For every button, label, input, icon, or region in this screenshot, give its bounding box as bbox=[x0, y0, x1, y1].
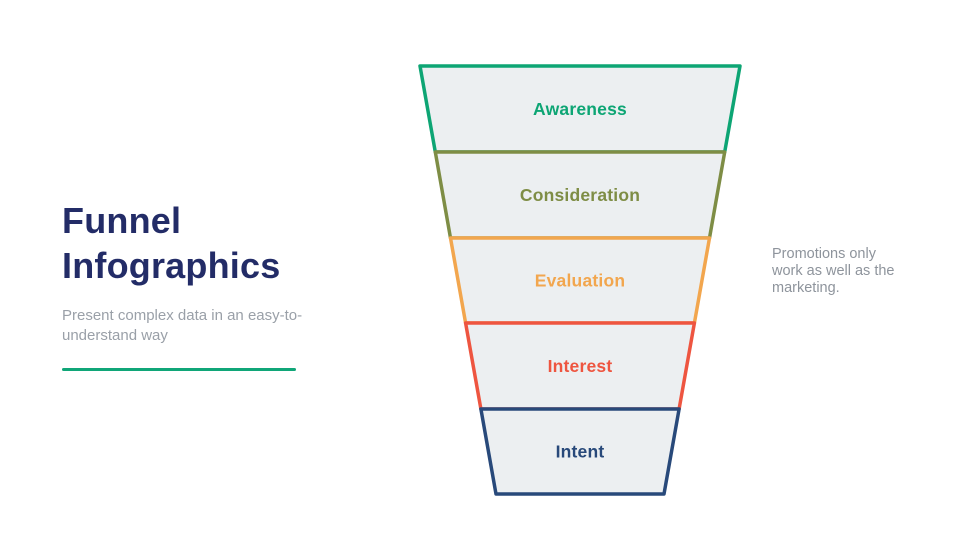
funnel-segment-evaluation-label: Evaluation bbox=[535, 271, 626, 291]
funnel-segment-intent-label: Intent bbox=[556, 442, 605, 462]
funnel-segment-evaluation: Evaluation bbox=[448, 236, 712, 325]
page-subtitle: Present complex data in an easy-to-under… bbox=[62, 307, 303, 344]
funnel-segment-awareness: Awareness bbox=[418, 64, 742, 154]
funnel-segment-consideration-label: Consideration bbox=[520, 185, 640, 205]
side-note: Promotions only work as well as the mark… bbox=[772, 246, 895, 296]
accent-underline bbox=[62, 368, 296, 371]
intro-block: Funnel Infographics Present complex data… bbox=[62, 198, 332, 371]
funnel-segment-consideration: Consideration bbox=[433, 150, 727, 240]
page-title: Funnel Infographics bbox=[62, 200, 281, 286]
funnel-segment-interest: Interest bbox=[463, 321, 697, 411]
funnel-segment-interest-label: Interest bbox=[548, 356, 613, 376]
funnel-segment-intent-shape bbox=[479, 407, 681, 496]
funnel-segment-intent: Intent bbox=[479, 407, 681, 496]
funnel-segment-awareness-label: Awareness bbox=[533, 99, 627, 119]
funnel-diagram: Awareness Consideration Evaluation Inter… bbox=[418, 64, 742, 496]
